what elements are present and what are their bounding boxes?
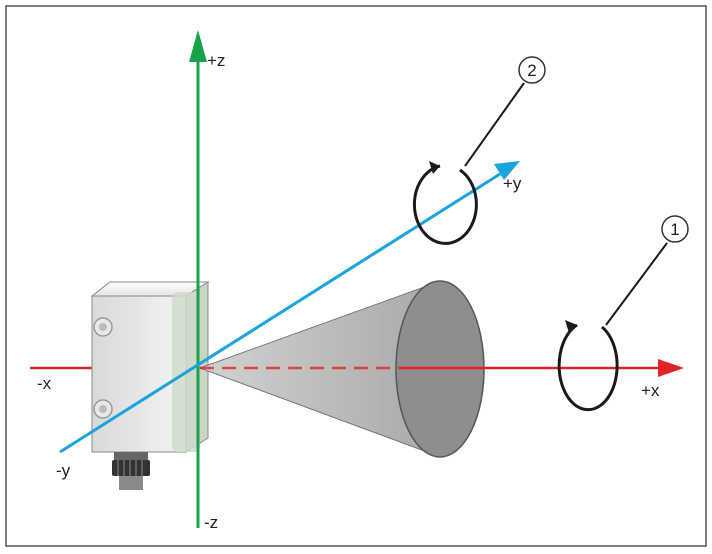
z-positive-label: +z bbox=[207, 51, 225, 70]
y-negative-label: -y bbox=[56, 461, 71, 480]
connector-plug bbox=[112, 452, 150, 490]
rotation-arrow-icon bbox=[557, 320, 619, 412]
callout-two-number: 2 bbox=[527, 61, 536, 80]
callout-one-leader bbox=[605, 242, 668, 326]
y-positive-label: +y bbox=[503, 174, 522, 193]
rotation-arrow-icon bbox=[412, 161, 478, 245]
z-negative-label: -z bbox=[204, 513, 218, 532]
callout-one-number: 1 bbox=[670, 220, 679, 239]
diagram-frame bbox=[5, 5, 707, 547]
x-axis-arrowhead bbox=[658, 359, 684, 377]
x-positive-label: +x bbox=[641, 381, 660, 400]
sensor-housing bbox=[90, 281, 210, 453]
z-axis-arrowhead bbox=[189, 30, 207, 62]
callout-one-circle bbox=[661, 215, 689, 243]
callout-two-leader bbox=[464, 82, 525, 167]
x-negative-label: -x bbox=[37, 374, 52, 393]
y-axis-arrowhead bbox=[494, 161, 520, 180]
y-axis-line bbox=[59, 172, 501, 454]
callout-two-circle bbox=[518, 56, 546, 84]
